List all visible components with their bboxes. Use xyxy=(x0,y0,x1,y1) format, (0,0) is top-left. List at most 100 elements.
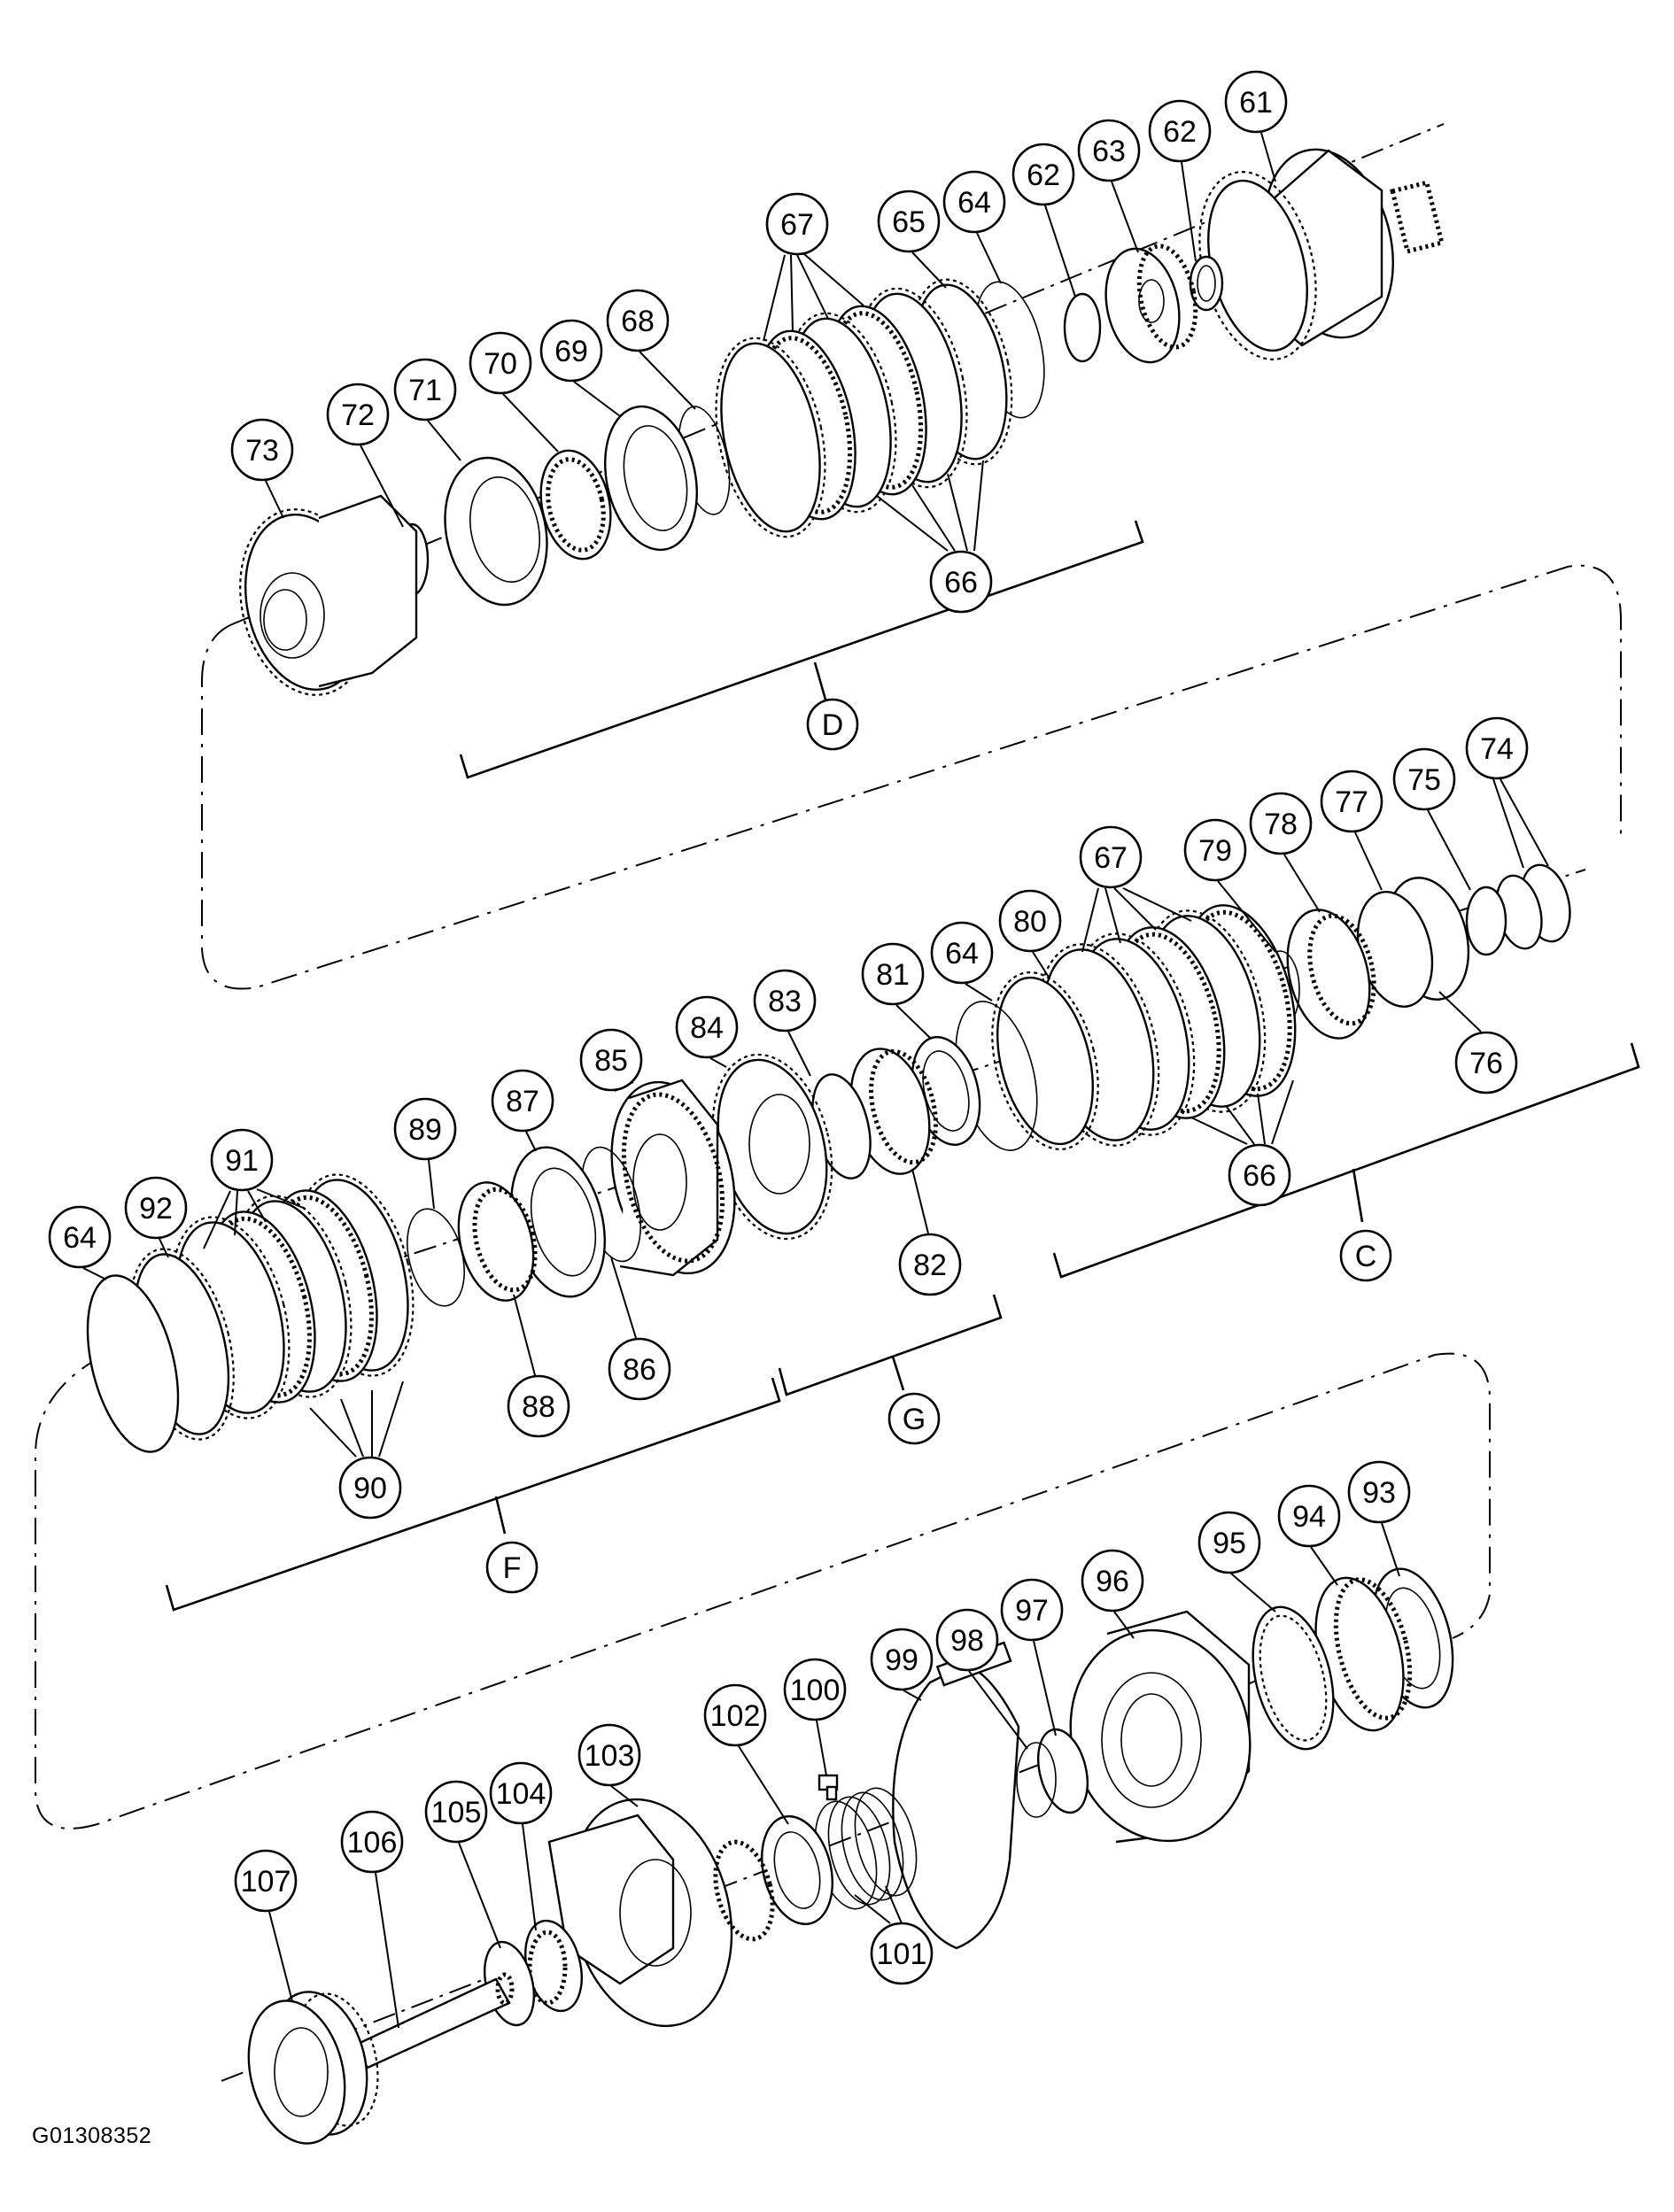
callout-100: 100 xyxy=(783,1658,847,1721)
callout-64: 64 xyxy=(942,170,1006,234)
callout-81: 81 xyxy=(861,942,925,1006)
callout-71: 71 xyxy=(393,358,457,422)
svg-text:65: 65 xyxy=(892,205,926,239)
svg-text:64: 64 xyxy=(945,937,979,971)
svg-text:106: 106 xyxy=(347,1826,398,1860)
callout-91: 91 xyxy=(210,1128,274,1192)
callout-67: 67 xyxy=(765,192,829,256)
group-label-c: C xyxy=(1339,1229,1392,1282)
callout-86: 86 xyxy=(608,1337,671,1401)
svg-text:77: 77 xyxy=(1335,785,1368,819)
svg-text:75: 75 xyxy=(1407,763,1441,797)
svg-text:69: 69 xyxy=(554,335,588,368)
svg-text:70: 70 xyxy=(484,347,517,381)
svg-text:107: 107 xyxy=(241,1865,291,1899)
svg-text:86: 86 xyxy=(623,1353,656,1387)
svg-text:D: D xyxy=(822,708,844,742)
svg-text:104: 104 xyxy=(496,1777,546,1811)
callout-107: 107 xyxy=(234,1849,298,1913)
part-63-gear xyxy=(1104,244,1198,364)
callout-82: 82 xyxy=(898,1233,962,1296)
part-64-snap-ring-f xyxy=(86,1274,180,1453)
svg-text:67: 67 xyxy=(780,208,814,242)
group-label-g: G xyxy=(887,1392,941,1445)
svg-text:100: 100 xyxy=(790,1674,841,1707)
callout-106: 106 xyxy=(340,1810,404,1874)
callout-61: 61 xyxy=(1224,70,1288,134)
callout-85: 85 xyxy=(579,1028,643,1092)
callout-76: 76 xyxy=(1454,1031,1518,1094)
part-75-ring xyxy=(1465,886,1507,956)
callout-93: 93 xyxy=(1347,1460,1411,1524)
callout-67: 67 xyxy=(1079,825,1143,889)
figure-id-label: G01308352 xyxy=(32,2123,152,2148)
callout-64: 64 xyxy=(930,921,994,985)
svg-text:G: G xyxy=(903,1403,926,1436)
part-74-seal-rings xyxy=(1495,863,1571,950)
svg-text:71: 71 xyxy=(408,374,442,407)
axis-row-3 xyxy=(221,1611,1436,2082)
svg-text:78: 78 xyxy=(1264,808,1298,841)
row-connector-2-3 xyxy=(35,1352,1491,1829)
part-71-piston xyxy=(444,456,548,607)
callout-80: 80 xyxy=(998,889,1062,953)
bracket-group-c xyxy=(1052,1042,1640,1279)
callout-83: 83 xyxy=(753,969,817,1033)
svg-text:99: 99 xyxy=(885,1644,918,1677)
svg-text:F: F xyxy=(503,1551,522,1585)
callout-74: 74 xyxy=(1465,716,1529,780)
part-73-clutch-housing xyxy=(239,494,418,696)
svg-text:87: 87 xyxy=(506,1085,539,1118)
part-95-bearing xyxy=(1252,1605,1335,1751)
callout-95: 95 xyxy=(1197,1511,1261,1574)
callout-104: 104 xyxy=(489,1761,553,1825)
svg-text:84: 84 xyxy=(690,1011,724,1045)
svg-text:91: 91 xyxy=(225,1144,259,1178)
svg-text:66: 66 xyxy=(944,566,978,599)
svg-text:96: 96 xyxy=(1096,1565,1129,1598)
part-62-washer xyxy=(1189,255,1224,312)
part-80-plate xyxy=(991,971,1099,1150)
svg-text:76: 76 xyxy=(1469,1047,1503,1080)
callout-66: 66 xyxy=(929,550,993,614)
svg-text:89: 89 xyxy=(408,1113,442,1147)
callout-88: 88 xyxy=(507,1374,570,1438)
callout-89: 89 xyxy=(393,1097,457,1161)
svg-text:102: 102 xyxy=(710,1699,761,1733)
svg-text:81: 81 xyxy=(876,958,910,992)
callout-68: 68 xyxy=(606,289,670,352)
svg-text:68: 68 xyxy=(621,305,655,338)
svg-text:61: 61 xyxy=(1239,86,1273,120)
svg-text:66: 66 xyxy=(1243,1159,1276,1193)
callout-94: 94 xyxy=(1277,1484,1341,1548)
part-97-ring xyxy=(1037,1728,1089,1814)
svg-text:85: 85 xyxy=(594,1044,628,1078)
callout-77: 77 xyxy=(1320,770,1383,833)
part-66-67-clutch-pack-d xyxy=(715,287,968,538)
bracket-group-f xyxy=(165,1377,781,1612)
svg-text:98: 98 xyxy=(950,1624,984,1658)
part-102-washer xyxy=(760,1814,834,1926)
svg-text:80: 80 xyxy=(1013,905,1047,939)
callout-75: 75 xyxy=(1392,747,1456,811)
svg-text:72: 72 xyxy=(341,398,375,432)
svg-text:94: 94 xyxy=(1292,1500,1326,1534)
svg-text:82: 82 xyxy=(913,1249,947,1282)
part-78-bearing xyxy=(1286,909,1376,1040)
part-76-77-piston xyxy=(1356,877,1470,1008)
svg-text:101: 101 xyxy=(877,1937,927,1971)
svg-text:95: 95 xyxy=(1213,1527,1246,1560)
svg-text:64: 64 xyxy=(63,1221,97,1255)
svg-text:79: 79 xyxy=(1198,834,1232,868)
part-103-pump-body xyxy=(547,1798,775,2028)
part-89-ring xyxy=(407,1208,465,1307)
svg-text:90: 90 xyxy=(353,1472,387,1505)
svg-text:62: 62 xyxy=(1163,115,1197,149)
callout-84: 84 xyxy=(675,995,739,1059)
svg-text:67: 67 xyxy=(1094,841,1128,875)
svg-text:63: 63 xyxy=(1092,135,1126,168)
callout-69: 69 xyxy=(539,319,603,383)
callout-102: 102 xyxy=(703,1683,767,1747)
part-107-gear xyxy=(247,1991,379,2145)
